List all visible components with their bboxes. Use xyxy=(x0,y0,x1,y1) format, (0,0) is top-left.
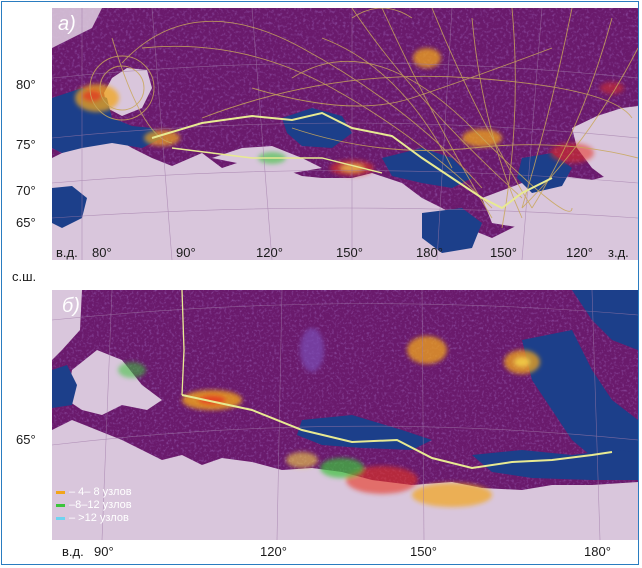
legend-swatch xyxy=(56,516,65,520)
open-water-top-right xyxy=(572,290,638,350)
map-a-svg xyxy=(52,8,638,260)
lat-label-70: 70° xyxy=(16,183,36,198)
open-water-bering xyxy=(422,208,482,253)
panel-b-label: б) xyxy=(62,295,80,317)
legend-label: – >12 узлов xyxy=(69,512,129,524)
lon-label-b-120: 120° xyxy=(260,544,287,559)
lon-prefix-a: в.д. xyxy=(56,245,78,260)
main-route xyxy=(151,111,553,210)
lon-label-a-120: 120° xyxy=(256,245,283,260)
lon-label-b-90: 90° xyxy=(94,544,114,559)
graticule xyxy=(52,290,638,540)
land-top-left xyxy=(52,8,102,48)
legend-label: –8–12 узлов xyxy=(69,499,132,511)
legend-item-12-plus: – >12 узлов xyxy=(56,512,166,524)
legend-item-4-8: – 4– 8 узлов xyxy=(56,486,166,498)
land-taimyr-west xyxy=(52,290,82,360)
map-b-svg xyxy=(52,290,638,540)
open-water-east-sib xyxy=(382,148,472,188)
lon-suffix-a: з.д. xyxy=(608,245,629,260)
ship-tracks xyxy=(89,8,638,229)
lat-prefix-b: с.ш. xyxy=(12,269,37,284)
land-alaska xyxy=(572,106,638,183)
lon-prefix-b: в.д. xyxy=(62,544,84,559)
map-panel-a xyxy=(52,8,638,260)
ice-hotspots xyxy=(118,328,540,507)
lon-label-a-90: 90° xyxy=(176,245,196,260)
land-siberia xyxy=(52,136,638,260)
legend-swatch xyxy=(56,503,65,507)
open-water-south xyxy=(472,450,638,480)
map-panel-b xyxy=(52,290,638,540)
graticule xyxy=(52,8,638,260)
land-siberia xyxy=(52,420,638,540)
open-water-chukchi xyxy=(517,153,572,193)
legend-swatch xyxy=(56,490,65,494)
lat-label-75: 75° xyxy=(16,137,36,152)
route-branch xyxy=(171,147,383,174)
route-branch xyxy=(181,290,185,396)
lon-label-a-120w: 120° xyxy=(566,245,593,260)
speed-legend: – 4– 8 узлов –8–12 узлов – >12 узлов xyxy=(56,486,166,525)
open-water-kara xyxy=(52,365,77,408)
main-route xyxy=(181,394,613,470)
legend-item-8-12: –8–12 узлов xyxy=(56,499,166,511)
lon-label-a-150w: 150° xyxy=(490,245,517,260)
lat-label-65: 65° xyxy=(16,215,36,230)
lon-label-b-150: 150° xyxy=(410,544,437,559)
lon-label-a-180: 180° xyxy=(416,245,443,260)
land-peninsula xyxy=(67,350,162,415)
lat-label-80: 80° xyxy=(16,77,36,92)
lon-label-a-80: 80° xyxy=(92,245,112,260)
lon-label-b-180: 180° xyxy=(584,544,611,559)
land-chukotka xyxy=(482,168,638,238)
lon-label-a-150: 150° xyxy=(336,245,363,260)
legend-label: – 4– 8 узлов xyxy=(69,486,132,498)
lat-label-b-65: 65° xyxy=(16,432,36,447)
open-water-east xyxy=(522,330,638,470)
panel-a-label: а) xyxy=(58,13,76,35)
